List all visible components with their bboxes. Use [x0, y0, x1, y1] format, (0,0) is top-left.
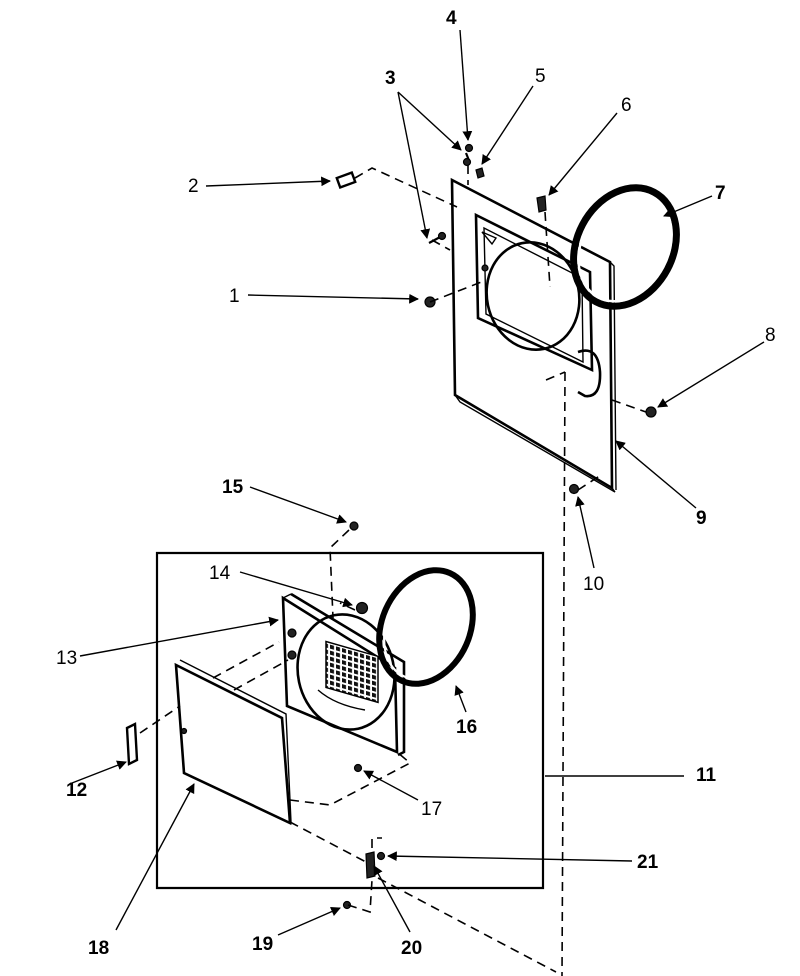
door-gasket	[376, 567, 476, 687]
part-20-hinge	[365, 851, 376, 879]
door-assembly-boundary-box	[155, 551, 545, 890]
part-21-screw	[376, 851, 386, 861]
callout-8: 8	[765, 325, 776, 346]
part-6-bracket	[536, 195, 547, 213]
part-8-nut	[645, 406, 657, 418]
door-opening-gasket-ring	[570, 184, 680, 310]
outer-door-panel	[174, 659, 292, 826]
callout-12: 12	[66, 780, 87, 801]
callout-21: 21	[637, 852, 659, 873]
part-5-clip	[475, 167, 485, 179]
callout-5: 5	[535, 66, 546, 87]
callout-20: 20	[401, 938, 422, 959]
callout-6: 6	[621, 95, 632, 116]
callout-19: 19	[252, 934, 273, 955]
callout-1: 1	[229, 286, 240, 307]
front-panel-assembly	[450, 177, 617, 493]
callout-15: 15	[222, 477, 244, 498]
callout-4: 4	[446, 8, 457, 29]
lint-screen-grille	[325, 640, 379, 704]
lower-assembly-lines	[139, 529, 557, 973]
callout-2: 2	[188, 176, 199, 197]
callout-10: 10	[583, 574, 604, 595]
callout-3: 3	[385, 68, 396, 89]
callout-14: 14	[209, 563, 231, 584]
callout-18: 18	[88, 938, 109, 959]
upper-hardware	[335, 143, 657, 495]
callout-11: 11	[696, 765, 717, 786]
lower-hardware	[125, 521, 386, 910]
part-3-screws	[428, 152, 472, 244]
part-15-screw	[349, 521, 359, 531]
callout-7: 7	[715, 183, 726, 204]
part-17-screw	[353, 763, 363, 773]
part-10-screw	[568, 483, 580, 495]
inner-door-frame	[281, 592, 406, 757]
part-4-screw	[464, 143, 474, 153]
callout-numbers: 1 2 3 4 5 6 7 8 9 10 11 12 13 14 15 16 1…	[56, 8, 776, 959]
upper-assembly-lines	[354, 165, 647, 976]
part-2-clip	[335, 171, 357, 189]
callout-17: 17	[421, 799, 442, 820]
part-14-grommet	[355, 601, 369, 615]
callout-16: 16	[456, 717, 477, 738]
callout-13: 13	[56, 648, 77, 669]
part-12-handle	[125, 722, 139, 766]
callout-9: 9	[696, 508, 707, 529]
leader-lines	[71, 29, 765, 936]
